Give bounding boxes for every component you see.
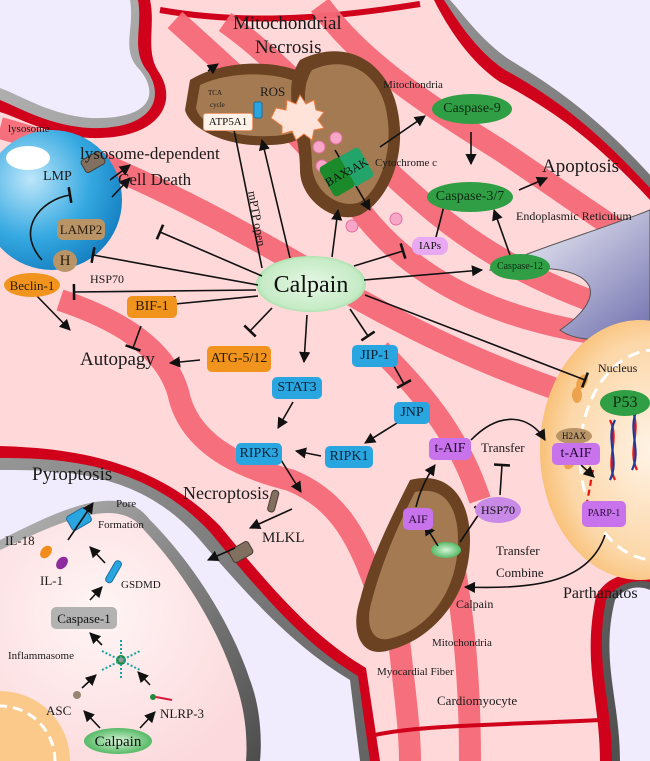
label-apoptosis: Apoptosis <box>542 156 620 177</box>
node-h: H <box>53 250 77 272</box>
node-ripk1: RIPK1 <box>325 446 373 468</box>
label-necrosis: Necrosis <box>255 37 322 58</box>
label-il1: IL-1 <box>40 573 64 588</box>
label-mitochondria-bottom: Mitochondria <box>432 637 492 649</box>
label-transfer-bottom: Transfer <box>496 543 540 558</box>
label-gsdmd: GSDMD <box>121 579 161 591</box>
label-lysosome: lysosome <box>8 123 50 135</box>
label-necroptosis: Necroptosis <box>183 483 269 503</box>
label-hsp70-lyso: HSP70 <box>90 272 125 286</box>
node-atp5a1: ATP5A1 <box>203 113 253 131</box>
label-parthanatos: Parthanatos <box>563 585 638 602</box>
label-mitochondrial: Mitochondrial <box>233 13 342 34</box>
label-lysosome-dependent: lysosome-dependent <box>80 144 220 163</box>
node-jip1: JIP-1 <box>352 345 398 367</box>
label-cell-death: Cell Death <box>118 170 192 189</box>
node-calpain-central: Calpain <box>273 272 349 298</box>
node-caspase9: Caspase-9 <box>432 94 512 124</box>
label-mitochondria-top: Mitochondria <box>383 79 443 91</box>
label-er: Endoplasmic Reticulum <box>516 209 632 223</box>
label-mlkl: MLKL <box>262 530 305 546</box>
label-tca-cycle: cycle <box>210 101 225 109</box>
node-lamp2: LAMP2 <box>57 219 105 240</box>
label-formation: Formation <box>98 519 144 531</box>
label-cardiomyocyte: Cardiomyocyte <box>437 693 518 708</box>
label-combine: Combine <box>496 565 544 580</box>
label-ros: ROS <box>260 84 286 99</box>
label-il18: IL-18 <box>5 533 35 548</box>
label-cytochrome-c: Cytochrome c <box>375 157 438 169</box>
node-caspase37: Caspase-3/7 <box>427 182 513 212</box>
node-aif: AIF <box>403 508 433 530</box>
node-atg5-12: ATG-5/12 <box>207 346 271 372</box>
node-p53: P53 <box>600 390 650 416</box>
label-lmp: LMP <box>43 169 72 184</box>
node-iaps: IAPs <box>412 237 448 255</box>
node-calpain-pyro: Calpain <box>94 733 142 750</box>
label-inflammasome: Inflammasome <box>8 650 74 662</box>
label-asc: ASC <box>46 703 72 718</box>
label-myocardial-fiber: Myocardial Fiber <box>377 666 454 678</box>
label-tca: TCA <box>208 89 222 97</box>
node-taif-cyto: t-AIF <box>429 438 471 460</box>
node-jnp: JNP <box>394 402 430 424</box>
label-nlrp3: NLRP-3 <box>160 706 205 721</box>
node-ripk3: RIPK3 <box>236 443 282 465</box>
label-pyroptosis: Pyroptosis <box>32 464 113 485</box>
label-calpain-mito: Calpain <box>456 597 494 611</box>
label-autophagy: Autopagy <box>80 349 155 370</box>
node-caspase1: Caspase-1 <box>51 607 117 629</box>
node-hsp70-parth: HSP70 <box>475 497 521 523</box>
node-stat3: STAT3 <box>272 377 322 399</box>
node-bif1: BIF-1 <box>127 296 177 318</box>
label-nucleus: Nucleus <box>598 361 638 375</box>
label-pore: Pore <box>116 498 137 510</box>
node-parp1: PARP-1 <box>582 501 626 527</box>
node-taif-nuc: t-AIF <box>552 443 600 465</box>
node-beclin1: Beclin-1 <box>4 273 60 297</box>
label-transfer-top: Transfer <box>481 440 525 455</box>
node-caspase12: Caspase-12 <box>490 254 550 280</box>
node-h2ax: H2AX <box>556 428 592 444</box>
